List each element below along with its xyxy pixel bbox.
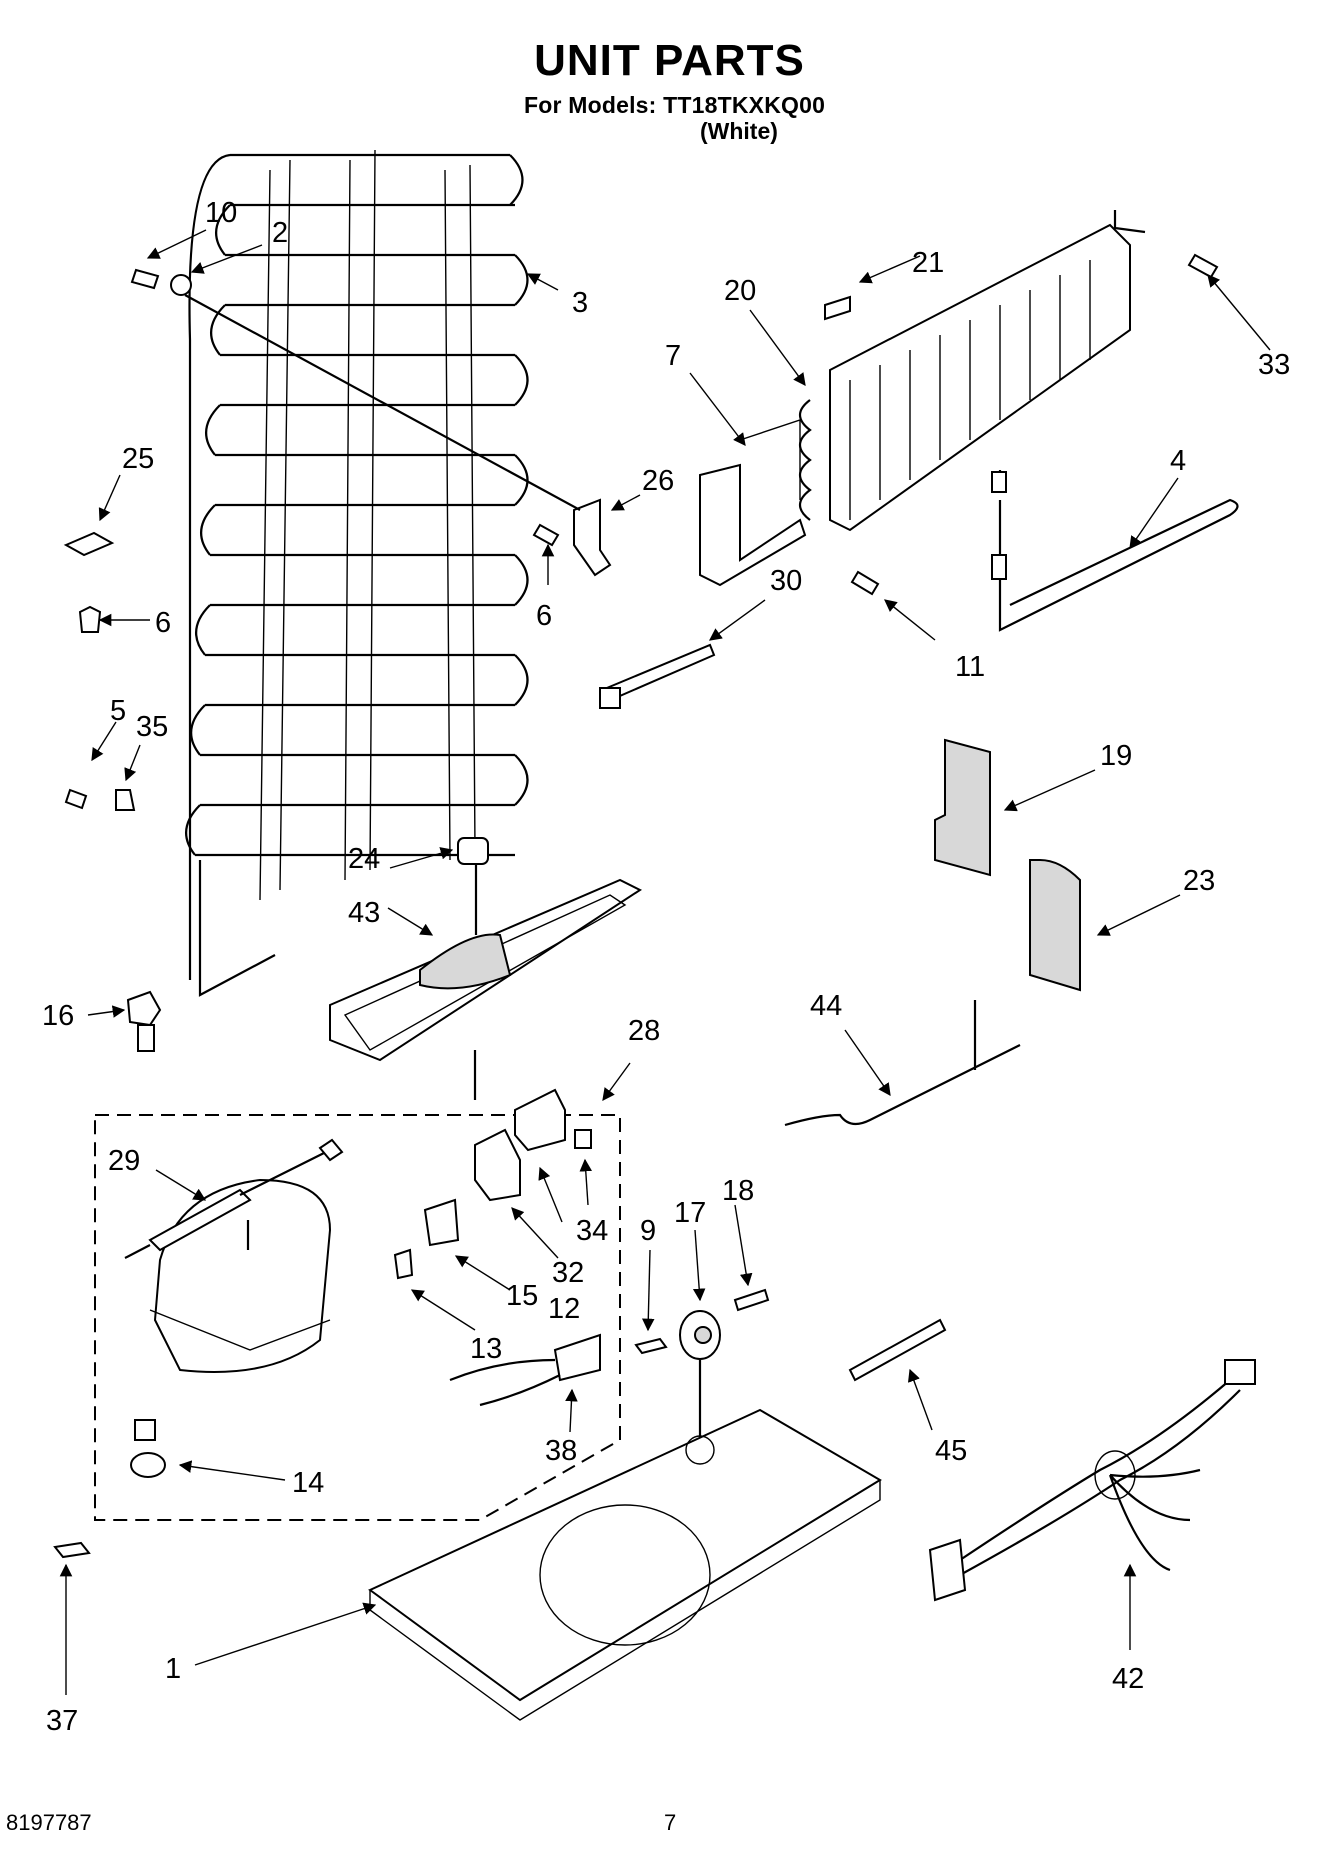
callout-5: 5	[110, 695, 126, 727]
callout-32: 32	[552, 1257, 584, 1289]
wire-harness	[928, 1359, 1256, 1602]
callout-1: 1	[165, 1653, 181, 1685]
callout-35: 35	[136, 711, 168, 743]
callout-17: 17	[674, 1197, 706, 1229]
leader-lines	[59, 229, 1271, 1695]
callout-43: 43	[348, 897, 380, 929]
callout-37: 37	[46, 1705, 78, 1737]
callout-21: 21	[912, 247, 944, 279]
roller-assembly	[634, 1288, 770, 1450]
document-number: 8197787	[6, 1810, 92, 1835]
callout-20: 20	[724, 275, 756, 307]
callout-44: 44	[810, 990, 842, 1022]
callout-25: 25	[122, 443, 154, 475]
callout-19: 19	[1100, 740, 1132, 772]
callout-12: 12	[548, 1293, 580, 1325]
base-pan	[368, 1408, 882, 1721]
callout-3: 3	[572, 287, 588, 319]
callout-16: 16	[42, 1000, 74, 1032]
callout-numbers: 10 2 3 20 21 33 7 25 26 4 6 6 30 11 5 35…	[42, 197, 1290, 1737]
color-variant: (White)	[700, 118, 778, 144]
dryer	[124, 1138, 344, 1259]
callout-13: 13	[470, 1333, 502, 1365]
evaporator-coil	[798, 210, 1146, 532]
callout-42: 42	[1112, 1663, 1144, 1695]
model-line: For Models: TT18TKXKQ00	[524, 92, 826, 118]
callout-24: 24	[348, 843, 380, 875]
drain-pan	[329, 837, 643, 1100]
callout-29: 29	[108, 1145, 140, 1177]
callout-30: 30	[770, 565, 802, 597]
bracket-26	[184, 294, 612, 577]
callout-6-left: 6	[155, 607, 171, 639]
callout-14: 14	[292, 1467, 324, 1499]
callout-6-center: 6	[536, 600, 552, 632]
part-37	[53, 1541, 91, 1559]
compressor	[130, 1178, 332, 1478]
callout-33: 33	[1258, 349, 1290, 381]
page-title: UNIT PARTS	[534, 36, 805, 85]
callout-9: 9	[640, 1215, 656, 1247]
callout-28: 28	[628, 1015, 660, 1047]
insulation-blocks	[934, 738, 1081, 992]
tube-45	[848, 1318, 947, 1382]
clip-16	[126, 990, 162, 1027]
electrical-components	[393, 1088, 601, 1407]
callout-26: 26	[642, 465, 674, 497]
callout-2: 2	[272, 217, 288, 249]
evaporator-cover	[699, 419, 807, 587]
callout-4: 4	[1170, 445, 1186, 477]
compressor-group-outline	[94, 1114, 621, 1521]
callout-15: 15	[506, 1280, 538, 1312]
callout-34: 34	[576, 1215, 608, 1247]
cable-tie	[599, 643, 716, 709]
callout-38: 38	[545, 1435, 577, 1467]
defrost-heater	[991, 470, 1239, 632]
callout-10: 10	[205, 197, 237, 229]
tube-44	[784, 1000, 1021, 1127]
callout-23: 23	[1183, 865, 1215, 897]
callout-7: 7	[665, 340, 681, 372]
callout-11: 11	[955, 651, 985, 683]
callout-18: 18	[722, 1175, 754, 1207]
page-number: 7	[664, 1810, 677, 1835]
callout-45: 45	[935, 1435, 967, 1467]
